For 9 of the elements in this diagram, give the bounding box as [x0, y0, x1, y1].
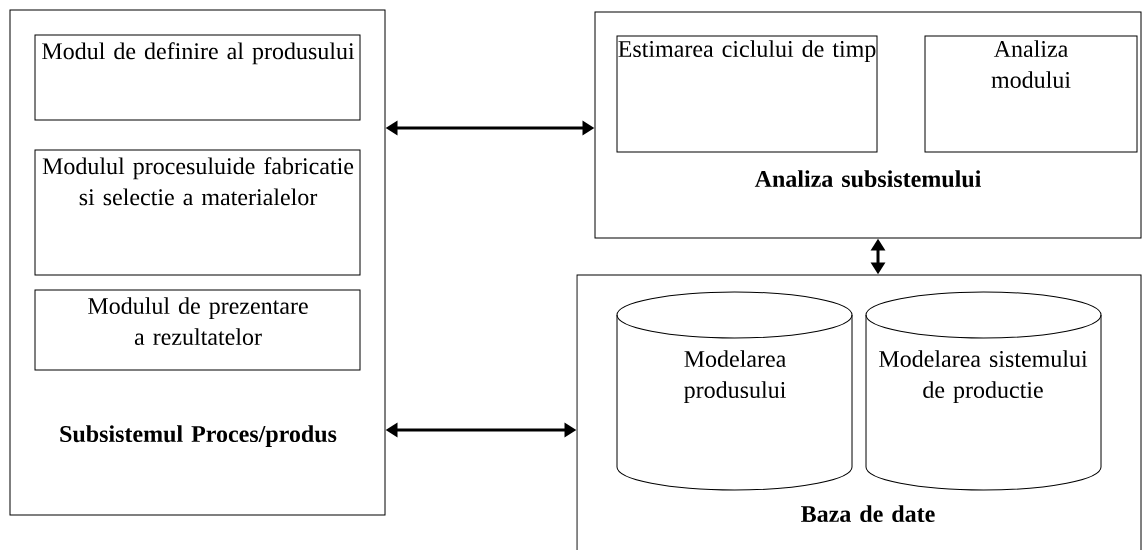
- module-box: Modulul de prezentare a rezultatelor: [34, 289, 361, 371]
- cylinder: Modelarea produsului: [616, 291, 853, 491]
- module-box: Estimarea ciclului de timp: [616, 35, 878, 153]
- module-box: Modul de definire al produsului: [34, 34, 361, 121]
- node-label: Modelarea sistemului de productie: [879, 350, 1088, 403]
- module-box: Analiza modului: [924, 35, 1138, 153]
- node-label: Modelarea produsului: [684, 350, 786, 403]
- cylinder: Modelarea sistemului de productie: [865, 291, 1102, 491]
- module-box: Modulul procesuluide fabricatie si selectie a materialelor: [34, 149, 361, 276]
